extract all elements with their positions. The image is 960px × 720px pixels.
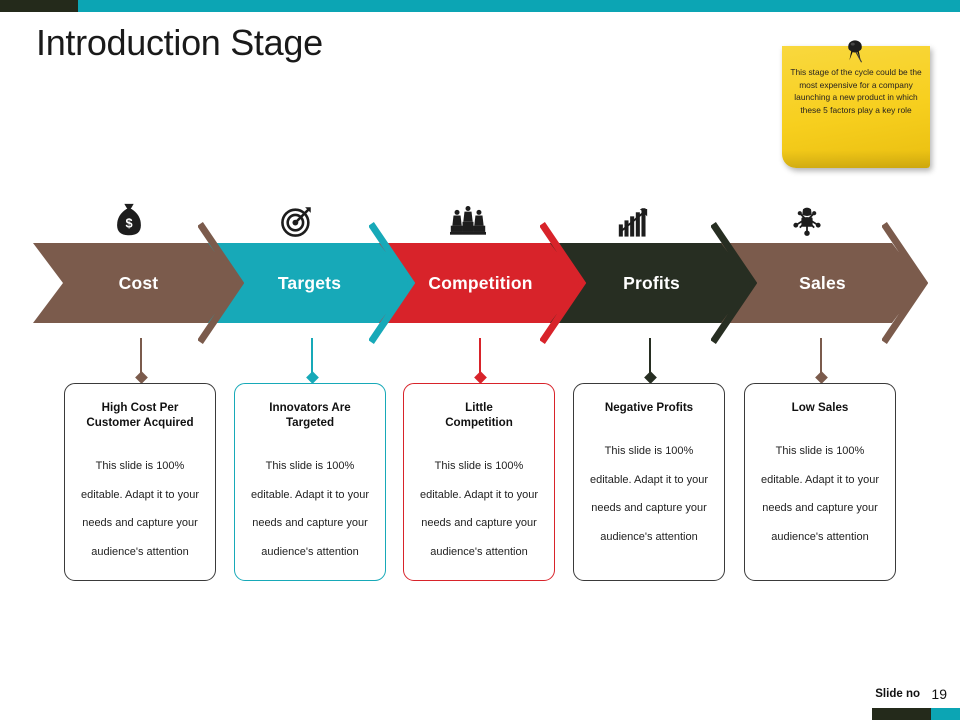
connector-diamond <box>814 371 828 384</box>
connector-stem <box>479 338 481 374</box>
chevron-body <box>33 243 238 323</box>
top-accent-bar-teal <box>78 0 960 12</box>
target-arrow-icon <box>272 196 322 238</box>
pushpin-icon <box>848 40 863 63</box>
detail-card-body: This slide is 100% editable. Adapt it to… <box>80 460 200 558</box>
detail-card-body: This slide is 100% editable. Adapt it to… <box>589 445 709 543</box>
detail-card-body: This slide is 100% editable. Adapt it to… <box>250 460 370 558</box>
detail-card-title: Innovators Are Targeted <box>269 401 351 429</box>
detail-card-title: Negative Profits <box>604 401 694 414</box>
connector-diamond <box>134 371 148 384</box>
detail-card-title: High Cost Per Customer Acquired <box>86 401 194 429</box>
connector-line <box>134 338 148 384</box>
connector-line <box>305 338 319 384</box>
connector-diamond <box>305 371 319 384</box>
chevron-tip-outline <box>368 222 416 344</box>
connector-line <box>643 338 657 384</box>
connector-line <box>814 338 828 384</box>
process-chevron-row: Cost Targets Competition Profits Sales <box>0 222 960 344</box>
sticky-note-paper <box>782 46 930 168</box>
chevron-tip-outline <box>197 222 245 344</box>
connector-stem <box>820 338 822 374</box>
money-bag-icon: $ <box>104 196 154 238</box>
connector-diamond <box>643 371 657 384</box>
connector-stem <box>311 338 313 374</box>
detail-card-title: Low Sales <box>791 401 849 414</box>
top-accent-bar-dark <box>0 0 78 12</box>
connector-stem <box>140 338 142 374</box>
growth-bar-chart-icon <box>610 196 660 238</box>
detail-card-title: Little Competition <box>445 401 513 429</box>
chevron-tip-outline <box>710 222 758 344</box>
slide-number-label: Slide no <box>875 688 920 700</box>
detail-card-body: This slide is 100% editable. Adapt it to… <box>419 460 539 558</box>
network-nodes-icon <box>782 196 832 238</box>
page-title: Introduction Stage <box>36 22 323 63</box>
bottom-accent-bar-teal <box>931 708 960 720</box>
svg-text:$: $ <box>125 216 132 231</box>
sticky-note-shadow <box>782 150 930 168</box>
connector-stem <box>649 338 651 374</box>
bottom-accent-bar-dark <box>872 708 931 720</box>
connector-line <box>473 338 487 384</box>
connector-diamond <box>473 371 487 384</box>
sticky-note-text: This stage of the cycle could be the mos… <box>790 67 922 115</box>
sticky-note: This stage of the cycle could be the mos… <box>782 40 930 176</box>
chevron-stage-cost[interactable]: Cost <box>33 222 245 344</box>
detail-card-body: This slide is 100% editable. Adapt it to… <box>760 445 880 543</box>
chevron-tip-outline <box>539 222 587 344</box>
slide-number-value: 19 <box>931 686 947 702</box>
podium-people-icon <box>443 196 493 238</box>
chevron-tip-outline <box>881 222 929 344</box>
